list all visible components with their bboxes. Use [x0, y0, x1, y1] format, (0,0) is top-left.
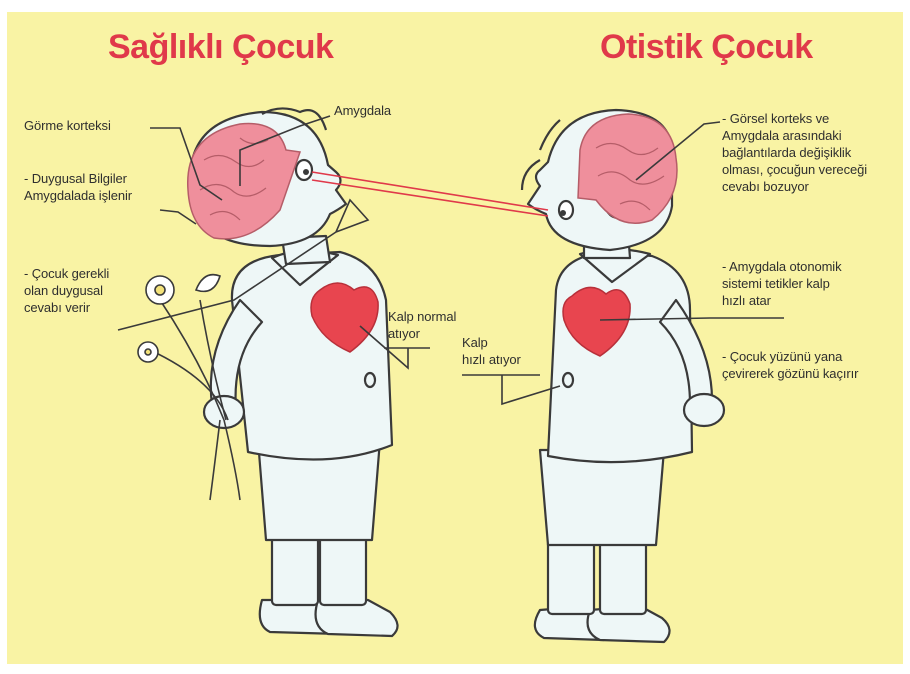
label-cocuk-gerekli: - Çocuk gerekli olan duygusal cevabı ver…: [24, 265, 109, 316]
gaze-lines: [312, 172, 548, 216]
label-kalp-hizli: Kalp hızlı atıyor: [462, 334, 521, 368]
label-cocuk-yuzunu: - Çocuk yüzünü yana çevirerek gözünü kaç…: [722, 348, 858, 382]
label-gorsel-korteks: - Görsel korteks ve Amygdala arasındaki …: [722, 110, 867, 195]
label-amygdala: Amygdala: [334, 102, 391, 119]
healthy-child-title: Sağlıklı Çocuk: [108, 28, 333, 67]
autistic-child-title: Otistik Çocuk: [600, 28, 813, 67]
label-gorme-korteksi: Görme korteksi: [24, 117, 111, 134]
label-amygdala-otonomik: - Amygdala otonomik sistemi tetikler kal…: [722, 258, 842, 309]
label-kalp-normal: Kalp normal atıyor: [388, 308, 456, 342]
label-duygusal-bilgiler: - Duygusal Bilgiler Amygdalada işlenir: [24, 170, 132, 204]
